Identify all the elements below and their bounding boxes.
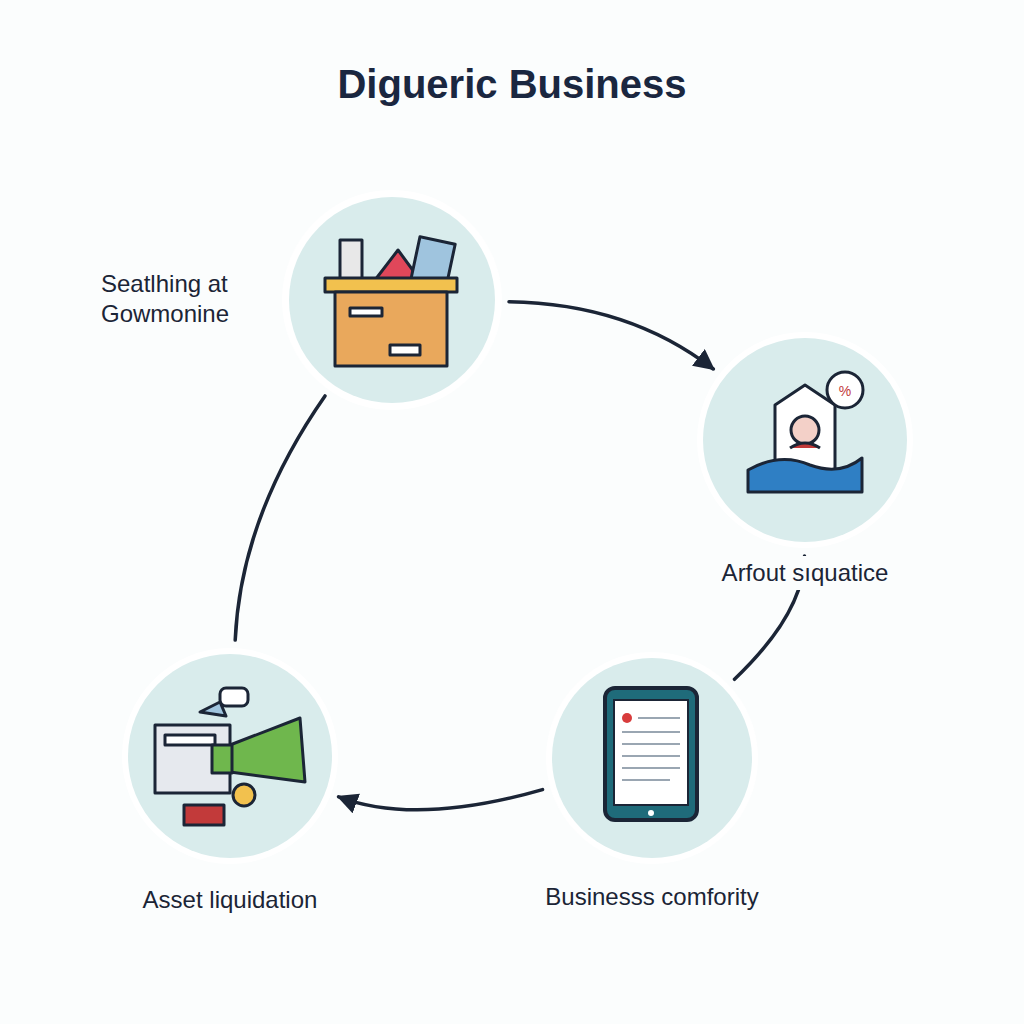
flow-connector xyxy=(509,302,713,369)
megaphone-icon xyxy=(155,688,305,825)
stage-circle: Businesss comfority xyxy=(552,658,752,858)
stage-label: Asset liquidation xyxy=(137,883,324,917)
tablet-icon xyxy=(605,688,697,820)
svg-text:%: % xyxy=(839,383,851,399)
box-icon xyxy=(325,237,457,366)
stage-circle: Seatlhing at Gowmonine xyxy=(289,197,495,403)
house-icon: % xyxy=(748,372,863,492)
stage-circle: Arfout sıquatice xyxy=(703,338,907,542)
stage-circle: Asset liquidation xyxy=(128,654,332,858)
stage-label: Arfout sıquatice xyxy=(716,556,895,590)
diagram-title: Digueric Business xyxy=(0,62,1024,107)
stage-label: Businesss comfority xyxy=(539,880,764,914)
stage-label: Seatlhing at Gowmonine xyxy=(95,267,277,331)
flow-connector xyxy=(235,396,325,640)
flow-connector xyxy=(339,790,543,810)
